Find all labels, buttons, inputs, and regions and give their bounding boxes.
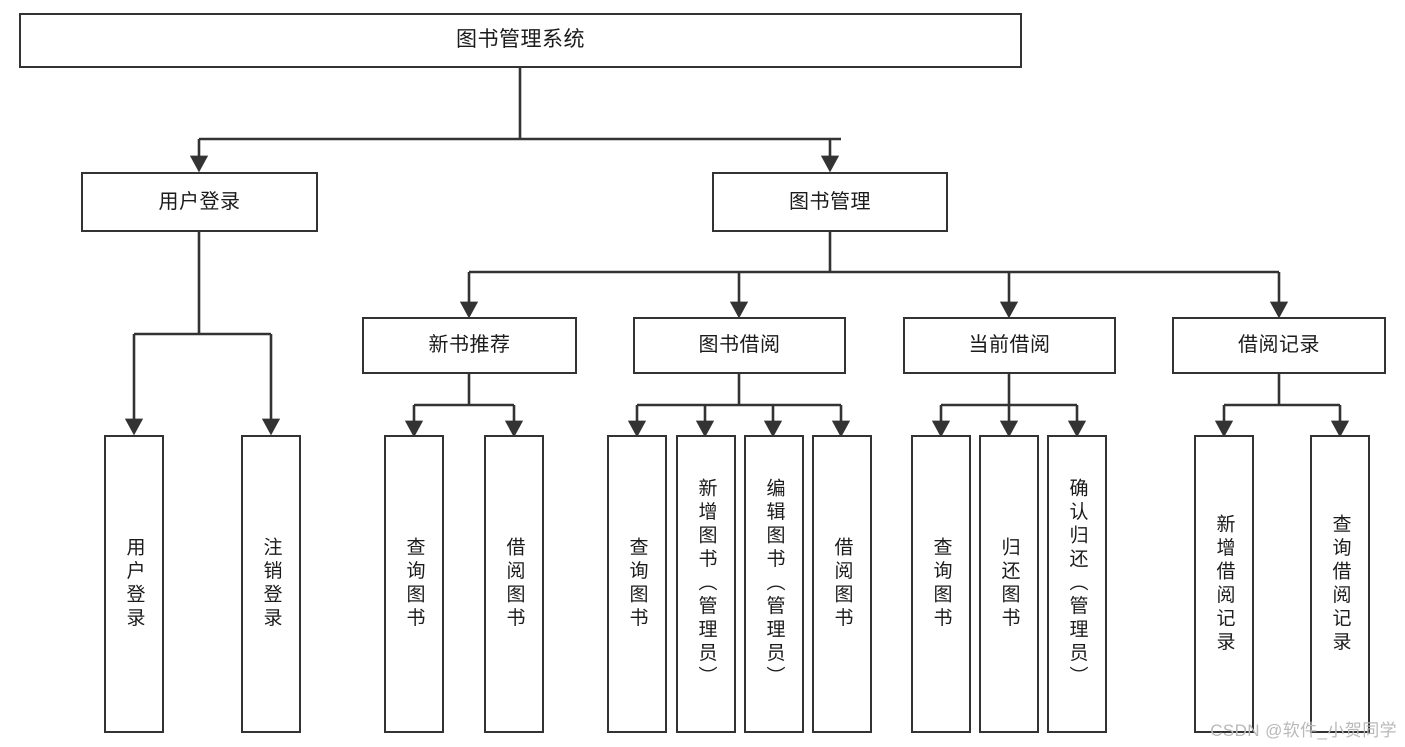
node-current-borrow-label: 当前借阅 xyxy=(968,334,1051,356)
leaf-logout-label: 注销登录 xyxy=(260,537,282,631)
node-borrow-record[interactable]: 借阅记录 xyxy=(1172,317,1386,374)
leaf-add-borrow-record-label: 新增借阅记录 xyxy=(1213,513,1235,655)
leaf-user-login-label: 用户登录 xyxy=(123,537,145,631)
node-root-label: 图书管理系统 xyxy=(456,28,585,52)
leaf-add-borrow-record[interactable]: 新增借阅记录 xyxy=(1194,435,1254,733)
leaf-query-book-bb[interactable]: 查询图书 xyxy=(607,435,667,733)
node-root[interactable]: 图书管理系统 xyxy=(19,13,1022,68)
leaf-return-book[interactable]: 归还图书 xyxy=(979,435,1039,733)
leaf-query-book-cb[interactable]: 查询图书 xyxy=(911,435,971,733)
leaf-edit-book-admin-label: 编辑图书（管理员） xyxy=(763,478,785,690)
node-book-manage[interactable]: 图书管理 xyxy=(712,172,948,232)
leaf-borrow-book-bb[interactable]: 借阅图书 xyxy=(812,435,872,733)
node-new-book-recommend-label: 新书推荐 xyxy=(428,334,511,356)
leaf-query-book-nbr[interactable]: 查询图书 xyxy=(384,435,444,733)
leaf-add-book-admin-label: 新增图书（管理员） xyxy=(695,478,717,690)
node-borrow-record-label: 借阅记录 xyxy=(1238,334,1320,356)
node-book-borrow[interactable]: 图书借阅 xyxy=(633,317,846,374)
leaf-query-book-cb-label: 查询图书 xyxy=(930,537,952,631)
leaf-query-book-bb-label: 查询图书 xyxy=(626,537,648,631)
node-current-borrow[interactable]: 当前借阅 xyxy=(903,317,1116,374)
leaf-query-borrow-record[interactable]: 查询借阅记录 xyxy=(1310,435,1370,733)
leaf-edit-book-admin[interactable]: 编辑图书（管理员） xyxy=(744,435,804,733)
leaf-query-book-nbr-label: 查询图书 xyxy=(403,537,425,631)
leaf-user-login[interactable]: 用户登录 xyxy=(104,435,164,733)
leaf-return-book-label: 归还图书 xyxy=(998,537,1020,631)
leaf-confirm-return-admin-label: 确认归还（管理员） xyxy=(1066,478,1088,690)
node-book-borrow-label: 图书借阅 xyxy=(698,334,781,356)
node-new-book-recommend[interactable]: 新书推荐 xyxy=(362,317,577,374)
leaf-add-book-admin[interactable]: 新增图书（管理员） xyxy=(676,435,736,733)
node-book-manage-label: 图书管理 xyxy=(789,190,871,213)
leaf-query-borrow-record-label: 查询借阅记录 xyxy=(1329,513,1351,655)
node-user-login[interactable]: 用户登录 xyxy=(81,172,318,232)
leaf-borrow-book-nbr-label: 借阅图书 xyxy=(503,537,525,631)
leaf-confirm-return-admin[interactable]: 确认归还（管理员） xyxy=(1047,435,1107,733)
leaf-borrow-book-nbr[interactable]: 借阅图书 xyxy=(484,435,544,733)
node-user-login-label: 用户登录 xyxy=(158,190,241,213)
leaf-borrow-book-bb-label: 借阅图书 xyxy=(831,537,853,631)
leaf-logout[interactable]: 注销登录 xyxy=(241,435,301,733)
